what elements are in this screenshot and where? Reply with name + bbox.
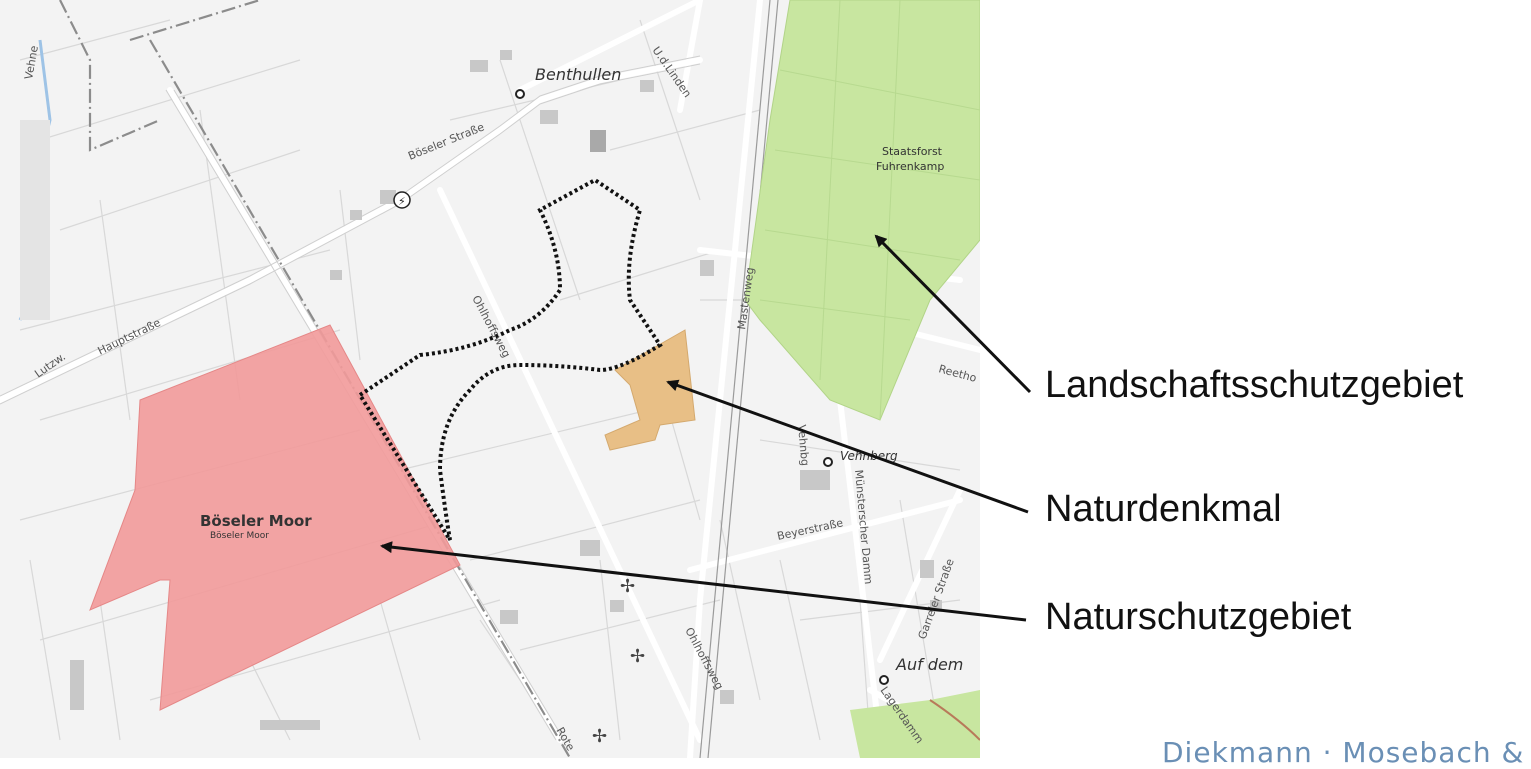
stream-area	[20, 120, 50, 320]
vehne-label: Vehne	[22, 44, 41, 80]
vehnberg-place-marker	[823, 457, 833, 467]
boeseler-strasse-label: Böseler Straße	[406, 120, 486, 162]
staatsforst-label: Staatsforst	[882, 145, 943, 158]
naturschutzgebiet-area[interactable]	[89, 324, 461, 711]
svg-text:✢: ✢	[630, 646, 645, 667]
landschaftsschutzgebiet-area[interactable]	[744, 0, 980, 421]
legend-landschaftsschutzgebiet: Landschaftsschutzgebiet	[1045, 364, 1464, 406]
benthullen-label: Benthullen	[535, 65, 621, 84]
map-view[interactable]: ⚡ ✢ ✢ ✢ Benthullen Böseler Moor Böseler Mo…	[0, 0, 980, 758]
footer-credit: Diekmann · Mosebach &	[1162, 736, 1525, 769]
svg-text:✢: ✢	[620, 576, 635, 597]
auf-dem-place-marker	[879, 675, 889, 685]
fuhrenkamp-label: Fuhrenkamp	[876, 160, 944, 173]
legend-naturdenkmal: Naturdenkmal	[1045, 488, 1282, 530]
power-station-icon	[393, 191, 411, 209]
hauptstrasse-label: Hauptstraße	[96, 316, 163, 358]
map-canvas: ⚡ ✢ ✢ ✢ Benthullen Böseler Moor Böseler Mo…	[0, 0, 980, 758]
boeseler-moor-label: Böseler Moor	[200, 512, 312, 530]
benthullen-place-marker	[515, 89, 525, 99]
forest-patch-south	[850, 690, 980, 758]
auf-dem-label: Auf dem	[895, 655, 963, 674]
vehnbg-label: Vehnbg	[795, 424, 812, 466]
vehnberg-label: Vehnberg	[840, 449, 898, 463]
trail	[929, 699, 980, 741]
svg-text:✢: ✢	[592, 726, 607, 747]
boeseler-moor-sublabel: Böseler Moor	[210, 531, 269, 541]
reetho-label: Reetho	[937, 362, 978, 385]
legend-naturschutzgebiet: Naturschutzgebiet	[1045, 596, 1352, 638]
planning-boundary[interactable]	[357, 177, 663, 542]
power-lines	[699, 0, 779, 758]
naturdenkmal-area[interactable]	[604, 329, 696, 451]
lightning-icon: ⚡	[398, 195, 406, 208]
